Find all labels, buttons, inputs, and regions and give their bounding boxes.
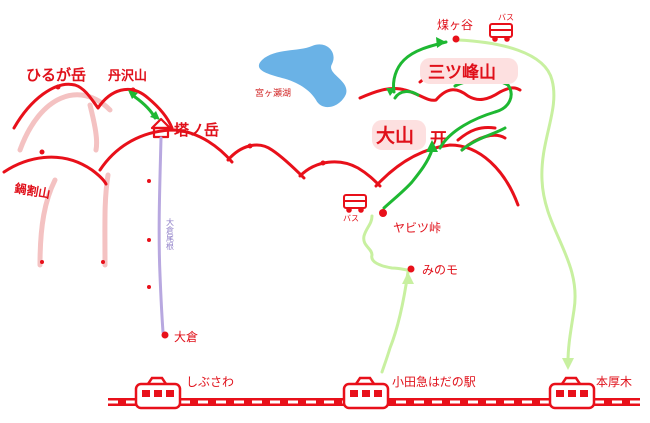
hut-marker (147, 238, 151, 242)
faint-ridges (17, 92, 113, 268)
hut-marker (247, 143, 253, 149)
route-arrowheads (128, 37, 446, 152)
hut-marker (147, 179, 151, 183)
trail-label-ookura: 大倉尾根 (166, 217, 175, 251)
station-label-honatsugi: 本厚木 (596, 375, 632, 389)
minoge-dot (407, 265, 415, 273)
hut-marker (101, 260, 105, 264)
train-icon (342, 376, 390, 410)
station-label-shibusawa: しぶさわ (186, 375, 234, 389)
place-label-miyagase-lake: 宮ヶ瀬湖 (255, 87, 291, 99)
hut-marker (320, 160, 326, 166)
ookura-dot (161, 331, 169, 339)
ooyama-label-box (372, 120, 426, 150)
hut-marker (40, 260, 44, 264)
place-label-minoge: みのモ (422, 263, 458, 277)
mitsumine-label-box (420, 58, 518, 84)
kenbayashi-dot (452, 35, 460, 43)
hiking-routes-light (362, 38, 577, 374)
ookura-trail (157, 136, 165, 334)
hut-marker (55, 84, 61, 90)
hiking-routes-dark (129, 40, 513, 210)
hut-marker (147, 285, 151, 289)
peak-label-tanzawasan: 丹沢山 (108, 68, 147, 84)
bus-icon (343, 194, 367, 213)
peak-label-nabewariyama: 鍋割山 (13, 180, 51, 201)
place-label-ookura: 大倉 (174, 329, 198, 344)
bus-icon (489, 23, 513, 42)
station-label-odakyu-hadano: 小田急はだの駅 (392, 374, 476, 389)
route-arrowheads-light (402, 272, 574, 370)
place-label-yabitsu: ヤビツ峠 (393, 220, 441, 235)
place-dots (161, 35, 460, 339)
bus-label-yabitsu: バス (343, 214, 359, 223)
train-icon (548, 376, 596, 410)
peak-label-ooyama: 大山 (376, 124, 414, 147)
bus-label-kenbayashi: バス (498, 13, 514, 22)
peak-markers (39, 84, 326, 289)
peak-label-hirugatake: ひるが岳 (26, 66, 86, 84)
peak-label-tonodake: 塔ノ岳 (174, 121, 219, 139)
yabitsu-dot (379, 209, 387, 217)
peak-label-mitsumine: 三ツ峰山 (428, 62, 496, 83)
hut-marker (39, 149, 45, 155)
train-icon (134, 376, 182, 410)
place-label-kenbayashi: 煤ヶ谷 (437, 18, 473, 32)
miyagase-lake (258, 44, 347, 108)
